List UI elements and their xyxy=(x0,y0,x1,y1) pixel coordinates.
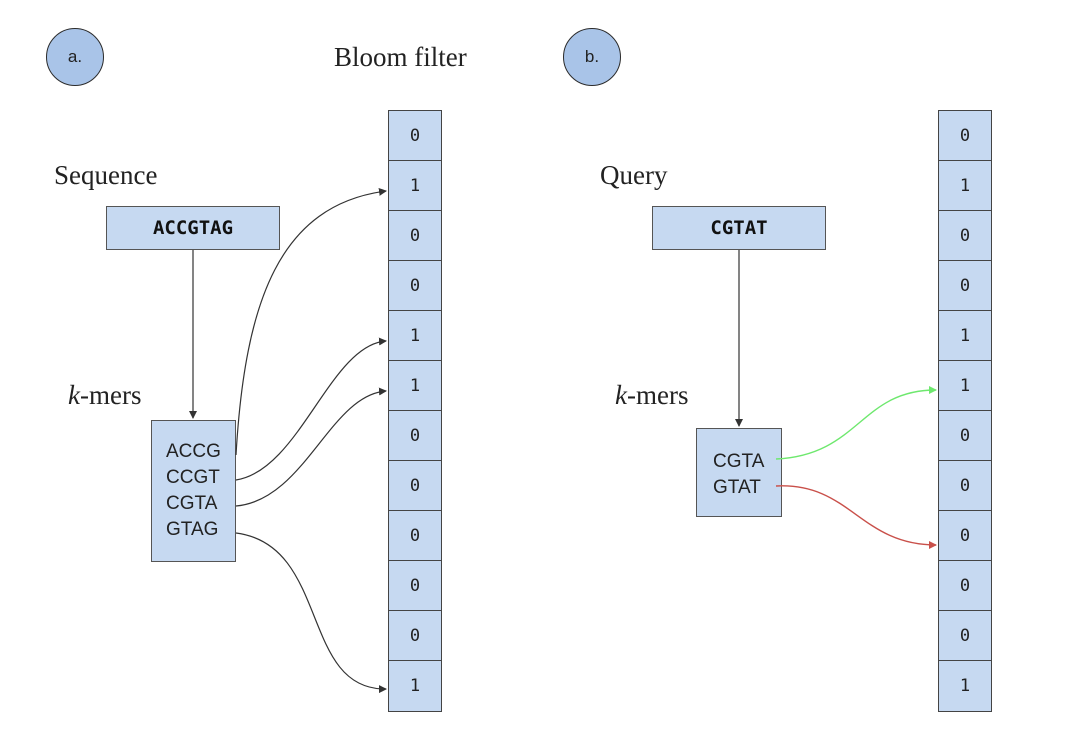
query-box: CGTAT xyxy=(652,206,826,250)
panel-b-kmers-label: k-mers xyxy=(615,380,688,411)
bit-cell: 0 xyxy=(389,411,441,461)
bit-cell: 1 xyxy=(939,361,991,411)
bit-cell: 0 xyxy=(939,261,991,311)
kmers-suffix: -mers xyxy=(626,380,689,410)
panel-b-kmers-box: CGTA GTAT xyxy=(696,428,782,517)
bit-cell: 0 xyxy=(389,111,441,161)
kmer-cgta-arrow xyxy=(235,387,387,507)
bit-cell: 0 xyxy=(939,211,991,261)
bit-cell: 0 xyxy=(939,111,991,161)
bit-cell: 0 xyxy=(389,511,441,561)
panel-a-kmers-label: k-mers xyxy=(68,380,141,411)
bit-cell: 1 xyxy=(939,161,991,211)
kmer-gtag-arrow xyxy=(235,532,387,694)
panel-b-label: b. xyxy=(584,47,600,66)
bit-cell: 0 xyxy=(939,461,991,511)
kmers-k: k xyxy=(615,380,627,410)
bit-cell: 0 xyxy=(939,511,991,561)
bit-cell: 0 xyxy=(389,461,441,511)
bit-cell: 1 xyxy=(389,311,441,361)
query-value: CGTAT xyxy=(710,217,768,239)
bit-cell: 0 xyxy=(389,211,441,261)
panel-a-badge: a. xyxy=(46,28,104,86)
kmer-cgta-hit-arrow xyxy=(775,386,937,460)
sequence-box: ACCGTAG xyxy=(106,206,280,250)
bit-cell: 1 xyxy=(389,161,441,211)
bit-cell: 0 xyxy=(939,611,991,661)
bit-cell: 1 xyxy=(409,676,421,696)
bit-cell: 0 xyxy=(939,411,991,461)
bit-cell: 0 xyxy=(389,611,441,661)
kmer-item: GTAT xyxy=(713,477,761,498)
kmer-ccgt-arrow xyxy=(235,337,387,481)
query-label: Query xyxy=(600,160,668,190)
kmers-k: k xyxy=(68,380,80,410)
panel-a-kmers-box: ACCG CCGT CGTA GTAG xyxy=(151,420,236,562)
kmer-item: CCGT xyxy=(166,467,220,488)
kmer-accg-arrow xyxy=(235,187,387,456)
kmer-item: GTAG xyxy=(166,519,219,540)
bit-cell: 0 xyxy=(389,561,441,611)
bloom-filter-title: Bloom filter xyxy=(334,42,467,72)
panel-b-badge: b. xyxy=(563,28,621,86)
kmers-suffix: -mers xyxy=(79,380,142,410)
sequence-value: ACCGTAG xyxy=(152,217,234,239)
kmer-gtat-miss-arrow xyxy=(775,485,937,549)
bit-cell: 0 xyxy=(939,561,991,611)
bit-cell: 1 xyxy=(389,361,441,411)
kmer-item: ACCG xyxy=(166,441,221,462)
kmer-item: CGTA xyxy=(713,451,765,472)
kmer-item: CGTA xyxy=(166,493,218,514)
panel-a-label: a. xyxy=(67,47,83,66)
bit-cell: 1 xyxy=(939,311,991,361)
bit-cell: 1 xyxy=(959,676,971,696)
bit-cell: 0 xyxy=(389,261,441,311)
sequence-label: Sequence xyxy=(54,160,158,190)
